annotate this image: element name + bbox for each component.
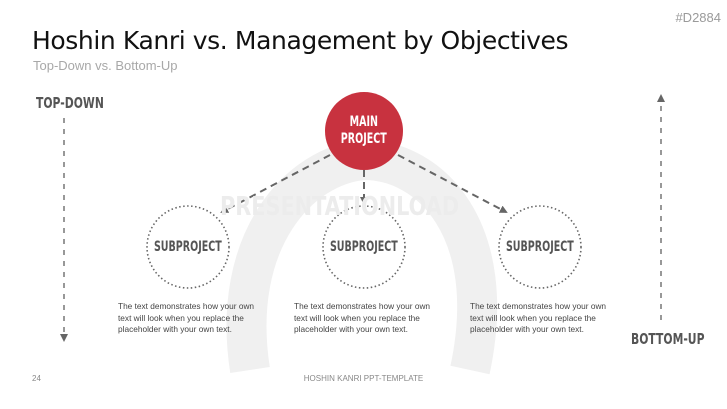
subproject-description-2: The text demonstrates how your own text … (294, 301, 431, 334)
watermark: PRESENTATIONLOAD (220, 192, 460, 222)
subproject-description-1: The text demonstrates how your own text … (118, 301, 255, 334)
arrow-to-subproject-1 (220, 154, 331, 213)
page-title: Hoshin Kanri vs. Management by Objective… (32, 26, 569, 55)
subproject-description-3: The text demonstrates how your own text … (470, 301, 607, 334)
main-project-label: MAIN PROJECT (341, 114, 387, 147)
subproject-label-2: SUBPROJECT (330, 239, 398, 255)
bottom-up-label: BOTTOM-UP (631, 330, 705, 348)
footer-title: HOSHIN KANRI PPT-TEMPLATE (303, 374, 424, 383)
subproject-circle-2 (322, 205, 406, 289)
main-project-circle (325, 92, 403, 170)
slide-code: #D2884 (675, 10, 721, 25)
subproject-label-1: SUBPROJECT (154, 239, 222, 255)
subproject-label-3: SUBPROJECT (506, 239, 574, 255)
arrow-to-subproject-3 (397, 154, 508, 213)
subproject-circle-1 (146, 205, 230, 289)
subproject-circle-3 (498, 205, 582, 289)
top-down-label: TOP-DOWN (36, 94, 104, 112)
page-number: 24 (32, 374, 41, 383)
page-subtitle: Top-Down vs. Bottom-Up (33, 58, 178, 73)
